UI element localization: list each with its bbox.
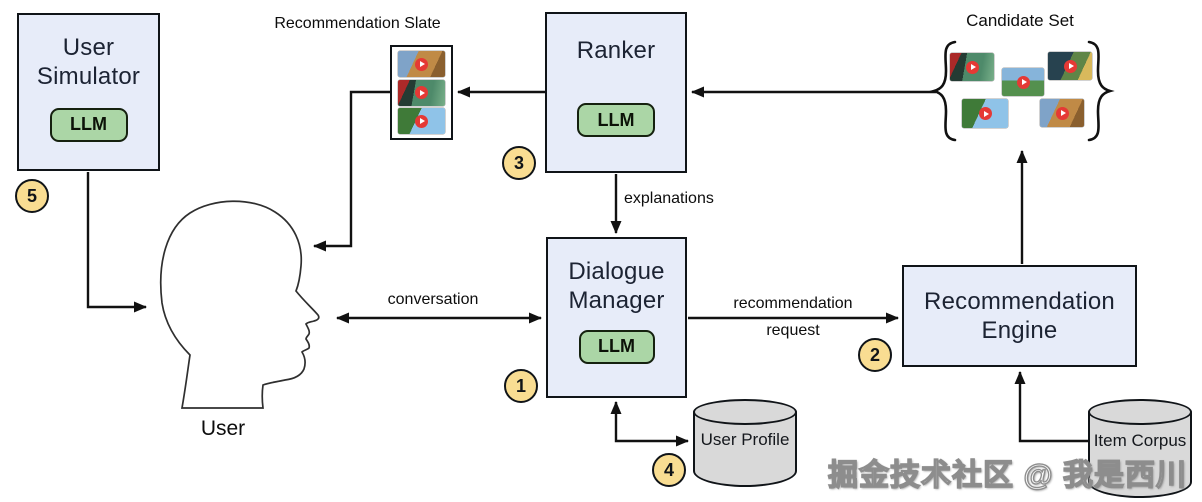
step-badge-2: 2 [858,338,892,372]
dialogue-manager-title: Dialogue Manager [568,258,665,315]
play-icon [415,57,428,71]
ranker-title: Ranker [576,37,656,64]
play-icon [415,114,428,128]
step-badge-3: 3 [502,146,536,180]
user-simulator-llm-chip: LLM [49,107,128,142]
ranker-llm-chip: LLM [577,103,655,138]
play-icon [978,107,992,120]
item-corpus-database: Item Corpus [1088,399,1192,498]
user-profile-database: User Profile [693,399,797,487]
play-icon [1055,106,1069,120]
user-label: User [200,417,246,440]
step-badge-4: 4 [652,453,686,487]
cylinder-body [1088,412,1192,498]
video-thumbnail [950,53,994,81]
dialogue-manager-box: Dialogue Manager LLM [546,237,687,398]
video-thumbnail [398,79,445,106]
user-head-outline [159,200,320,409]
user-simulator-box: User Simulator LLM [17,13,160,171]
recommendation-request-label-line2: request [766,322,820,339]
user-profile-label: User Profile [700,430,790,449]
video-thumbnail [1048,52,1092,80]
play-icon [415,86,428,99]
video-thumbnail [398,108,445,134]
video-thumbnail [1040,99,1084,127]
video-thumbnail [398,51,445,77]
arrow-corpus-to-engine [1014,371,1089,443]
watermark-text: 掘金技术社区 @ 我是西川 [827,458,1187,492]
recommendation-slate-box [390,45,453,140]
play-icon [1063,59,1077,73]
candidate-set-right-brace [1087,40,1115,142]
step-badge-1: 1 [504,369,538,403]
explanations-label: explanations [624,190,714,207]
play-icon [965,60,979,74]
arrow-dm-user-profile [610,401,689,447]
recommendation-slate-title: Recommendation Slate [274,15,441,32]
item-corpus-label: Item Corpus [1093,431,1187,450]
cylinder-top [693,399,797,425]
recommendation-engine-title: Recommendation Engine [924,287,1115,344]
candidate-set-title: Candidate Set [966,11,1074,30]
play-icon [1016,75,1030,89]
video-thumbnail [1002,68,1044,96]
arrow-slate-to-user [313,90,390,252]
cylinder-top [1088,399,1192,425]
recommendation-request-label-line1: recommendation [733,295,853,312]
ranker-box: Ranker LLM [545,12,687,173]
conversation-label: conversation [387,291,479,308]
user-simulator-title: User Simulator [36,34,141,91]
step-badge-5: 5 [15,179,49,213]
recommendation-engine-box: Recommendation Engine [902,265,1137,367]
video-thumbnail [962,99,1008,128]
arrow-simulator-to-user [86,172,147,313]
dialogue-manager-llm-chip: LLM [578,329,655,364]
